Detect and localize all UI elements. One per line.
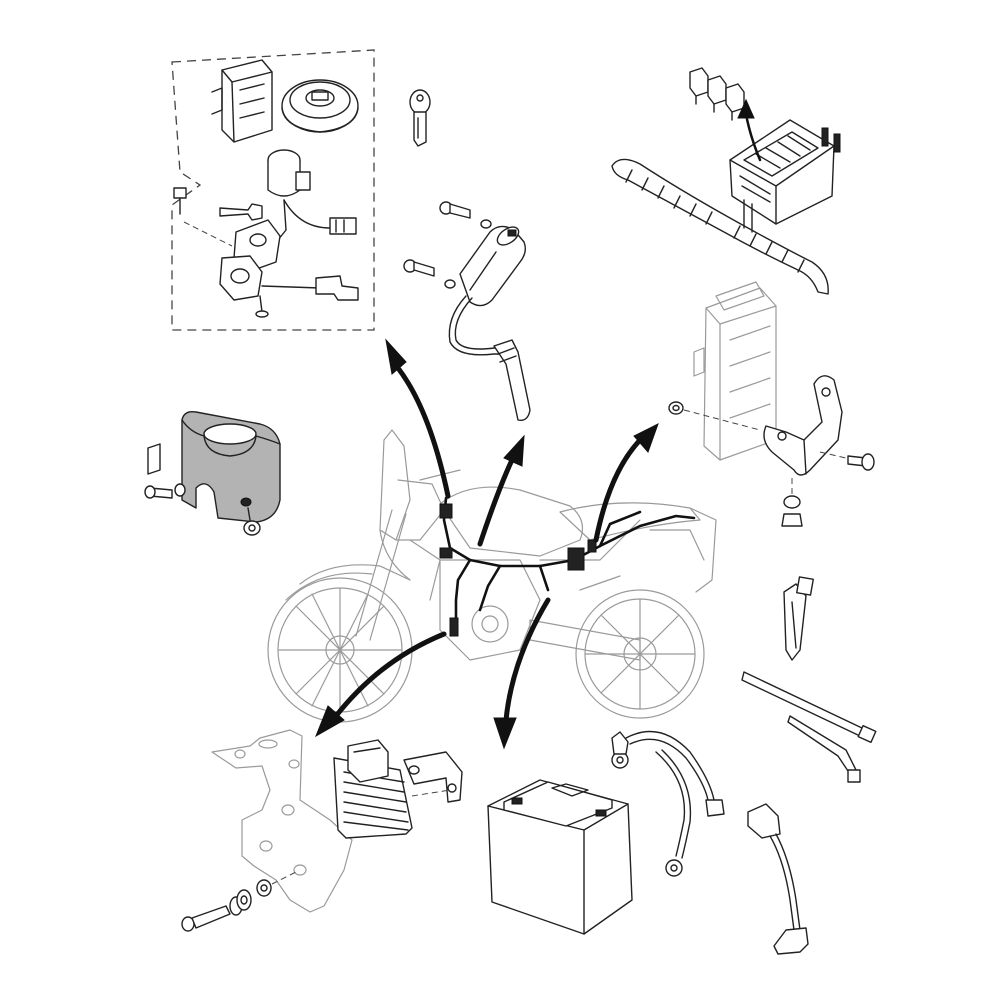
callout-arrows: [315, 338, 659, 750]
ignition-coil[interactable]: [403, 201, 531, 421]
ignition-key[interactable]: [409, 89, 431, 147]
cable-tie-short: [787, 715, 861, 783]
fuse-box[interactable]: [611, 67, 841, 295]
kit-ignition-switch: [173, 149, 359, 318]
cable-ties[interactable]: [741, 576, 877, 783]
battery-cable-positive: [611, 730, 725, 817]
kit-fuel-cap: [281, 79, 359, 133]
cable-tie-long: [741, 671, 877, 744]
regulator-unit: [333, 739, 413, 839]
ecu-bracket: [763, 375, 843, 476]
ecu-washer: [668, 401, 684, 415]
front-wheel: [267, 577, 413, 723]
ecu-immobilizer-kit[interactable]: [171, 49, 375, 331]
ecu-screw: [819, 451, 875, 471]
spark-plug-cap-lead[interactable]: [747, 803, 809, 955]
ignition-switch-cover[interactable]: [144, 410, 281, 536]
mounting-plate-ghost: [211, 729, 353, 913]
battery-cable-negative: [655, 749, 692, 877]
battery-cables[interactable]: [611, 730, 725, 877]
motorcycle-overview: [267, 429, 717, 723]
kit-ecu-module: [211, 59, 273, 143]
ecu-nut: [781, 478, 803, 527]
regulator-bolt-spacers: [181, 871, 297, 932]
regulator-bracket: [403, 751, 463, 803]
coil-screw-top: [439, 201, 492, 229]
battery[interactable]: [487, 779, 633, 935]
regulator-rectifier-with-bracket[interactable]: [181, 729, 463, 932]
coil-screw-bottom: [403, 259, 456, 289]
ecu-unit-with-bracket[interactable]: [668, 281, 875, 527]
fuse-set: [689, 67, 745, 121]
hook-strap: [783, 576, 814, 661]
